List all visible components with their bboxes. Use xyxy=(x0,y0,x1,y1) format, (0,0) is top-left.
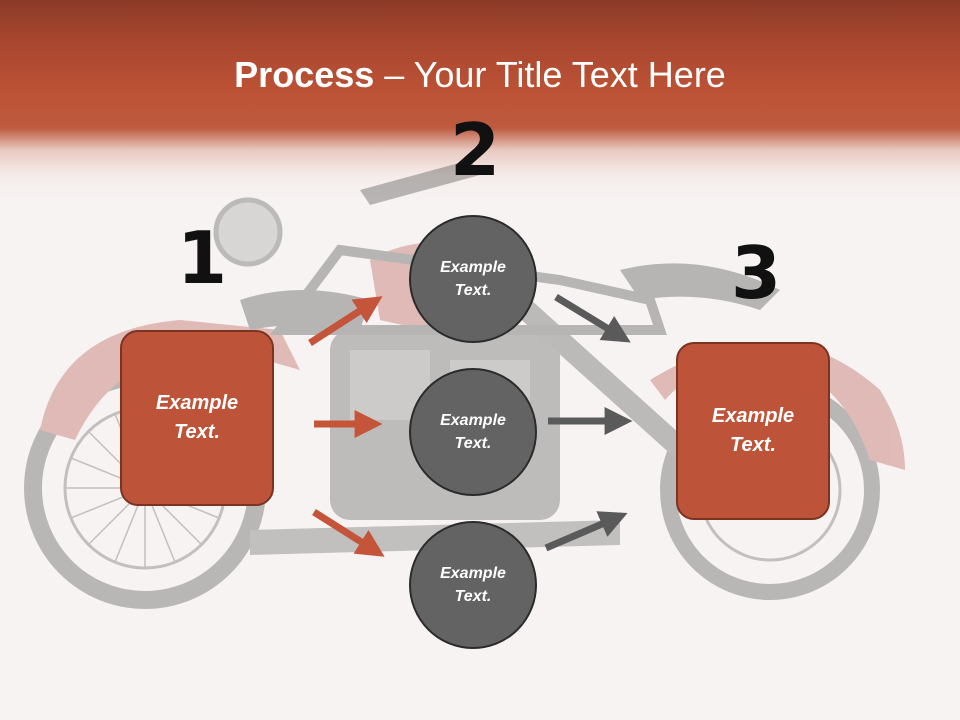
step-1-text: Example Text. xyxy=(155,392,239,443)
step-2-circle-bottom: Example Text. xyxy=(409,521,537,649)
step-2-circle-bottom-text: Example Text. xyxy=(440,565,506,605)
slide-title: Process – Your Title Text Here xyxy=(0,52,960,98)
title-banner xyxy=(0,0,960,200)
step-number-1: 1 xyxy=(177,216,228,300)
step-2-circle-top: Example Text. xyxy=(409,215,537,343)
arrow-2c-to-3 xyxy=(544,511,628,552)
step-1-box: Example Text. xyxy=(120,330,274,506)
arrow-1-to-2a xyxy=(308,296,383,346)
step-number-2: 2 xyxy=(450,108,501,192)
step-2-circle-top-text: Example Text. xyxy=(440,259,506,299)
step-3-text: Example Text. xyxy=(711,405,795,456)
title-bold: Process xyxy=(234,54,375,95)
step-number-3: 3 xyxy=(731,231,782,315)
step-2-circle-middle: Example Text. xyxy=(409,368,537,496)
title-rest: – Your Title Text Here xyxy=(374,54,726,95)
step-3-box: Example Text. xyxy=(676,342,830,520)
arrow-2a-to-3 xyxy=(554,294,631,343)
arrow-1-to-2c xyxy=(312,509,385,557)
step-2-circle-middle-text: Example Text. xyxy=(440,412,506,452)
